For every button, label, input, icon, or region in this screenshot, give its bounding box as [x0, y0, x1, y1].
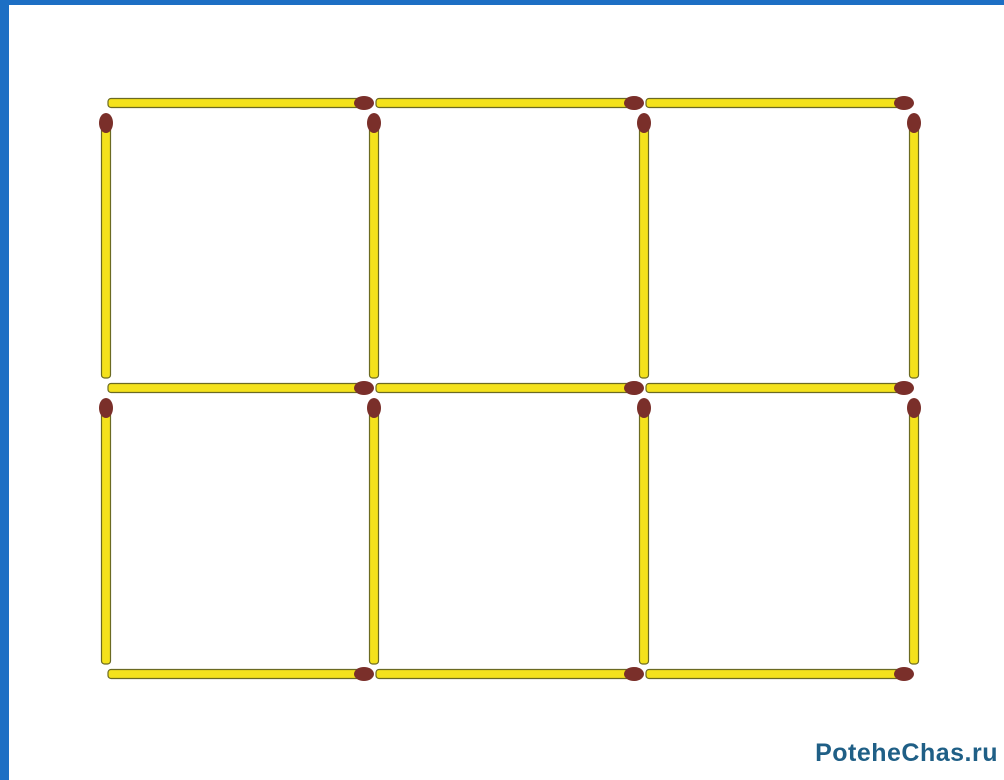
matchstick-body [646, 670, 902, 679]
matchstick[interactable] [108, 96, 374, 110]
matchstick[interactable] [367, 113, 381, 378]
matchstick-head [894, 381, 914, 395]
matchstick[interactable] [646, 96, 914, 110]
matchstick[interactable] [376, 667, 644, 681]
matchstick[interactable] [99, 398, 113, 664]
matchstick[interactable] [637, 398, 651, 664]
matchstick[interactable] [376, 381, 644, 395]
matchstick-head [894, 667, 914, 681]
matchstick-body [640, 400, 649, 664]
matchstick-body [108, 99, 362, 108]
matchstick-body [102, 400, 111, 664]
matchstick-head [367, 113, 381, 133]
matchstick-head [99, 398, 113, 418]
matchstick-head [624, 96, 644, 110]
matchstick[interactable] [108, 381, 374, 395]
matchstick-body [910, 400, 919, 664]
matchstick-body [640, 115, 649, 378]
matchstick-body [376, 384, 632, 393]
site-watermark: PoteheChas.ru [815, 739, 998, 768]
matchstick-body [370, 400, 379, 664]
matchstick-head [637, 113, 651, 133]
matchstick-head [354, 667, 374, 681]
matchstick[interactable] [108, 667, 374, 681]
matchstick[interactable] [99, 113, 113, 378]
matchstick-head [354, 96, 374, 110]
matchstick-head [367, 398, 381, 418]
matchstick-head [624, 667, 644, 681]
matchstick-body [376, 99, 632, 108]
matchstick-body [910, 115, 919, 378]
matchstick-body [108, 670, 362, 679]
matchstick-head [624, 381, 644, 395]
matchstick-body [376, 670, 632, 679]
matchstick[interactable] [646, 667, 914, 681]
matchstick-body [108, 384, 362, 393]
matchstick-head [354, 381, 374, 395]
matchstick[interactable] [637, 113, 651, 378]
matchstick-head [894, 96, 914, 110]
matchstick-body [102, 115, 111, 378]
matchstick-head [99, 113, 113, 133]
matchstick-body [646, 99, 902, 108]
matchstick-body [370, 115, 379, 378]
matchstick-body [646, 384, 902, 393]
matchstick-head [907, 398, 921, 418]
matchstick[interactable] [907, 398, 921, 664]
matchstick[interactable] [646, 381, 914, 395]
matchstick-head [907, 113, 921, 133]
matchstick-head [637, 398, 651, 418]
matchstick[interactable] [907, 113, 921, 378]
matchstick[interactable] [376, 96, 644, 110]
matchstick[interactable] [367, 398, 381, 664]
